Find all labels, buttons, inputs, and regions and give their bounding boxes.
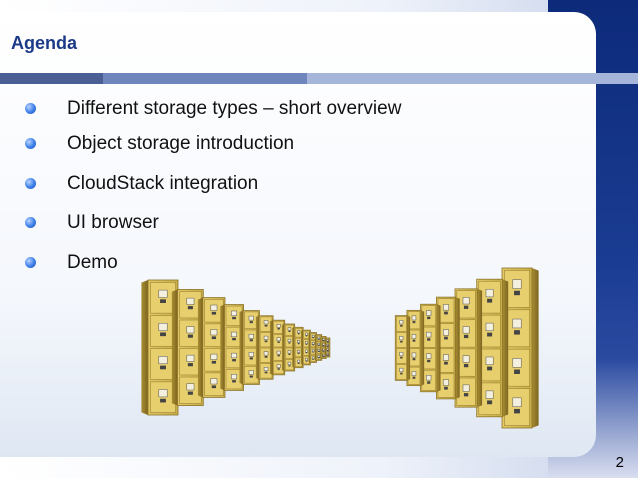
file-cabinet-icon [454,288,483,408]
file-cabinet-icon [420,303,441,393]
file-cabinet-icon [320,336,327,359]
file-cabinet-icon [324,337,331,358]
file-cabinet-icon [220,304,244,391]
agenda-item-text: Different storage types – short overview [67,98,402,119]
file-cabinet-icon [308,332,317,363]
file-cabinet-icon [406,309,425,387]
file-cabinet-icon [394,315,411,381]
left-cabinet-row [141,279,331,416]
title-divider [0,73,638,84]
file-cabinet-icon [255,315,274,380]
file-cabinet-icon [292,326,304,369]
file-cabinet-icon [239,310,260,385]
agenda-item-text: UI browser [67,212,159,233]
agenda-item-text: CloudStack integration [67,173,259,194]
page-number: 2 [615,454,624,471]
bullet-icon [25,257,36,268]
file-cabinet-icon [281,323,296,372]
agenda-item-text: Demo [67,252,118,273]
agenda-item-text: Object storage introduction [67,133,295,154]
right-cabinet-row [394,267,539,429]
file-cabinet-icon [197,297,226,398]
file-cabinet-icon [269,319,286,376]
bullet-icon [25,178,36,189]
bullet-icon [25,138,36,149]
slide-title: Agenda [11,33,78,53]
bullet-icon [25,217,36,228]
bullet-icon [25,103,36,114]
